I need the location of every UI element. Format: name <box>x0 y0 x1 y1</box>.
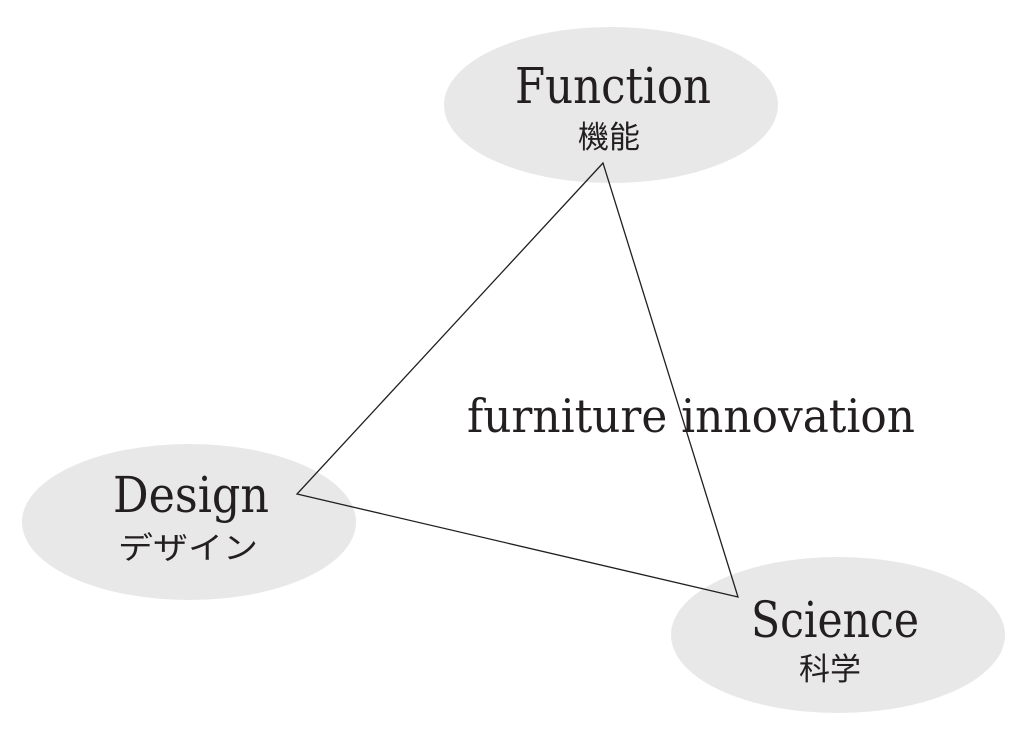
connecting-triangle <box>295 161 739 598</box>
science-sublabel: 科学 <box>799 652 861 688</box>
node-function: Function 機能 <box>444 27 778 183</box>
design-ellipse <box>22 444 356 600</box>
function-sublabel: 機能 <box>578 120 640 156</box>
function-ellipse <box>444 27 778 183</box>
design-sublabel: デザイン <box>118 531 258 567</box>
design-label: Design <box>113 466 269 524</box>
node-science: Science 科学 <box>671 557 1005 713</box>
function-label: Function <box>515 57 711 115</box>
science-ellipse <box>671 557 1005 713</box>
node-design: Design デザイン <box>22 444 356 600</box>
science-label: Science <box>751 591 919 649</box>
center-label: furniture innovation <box>467 389 915 443</box>
